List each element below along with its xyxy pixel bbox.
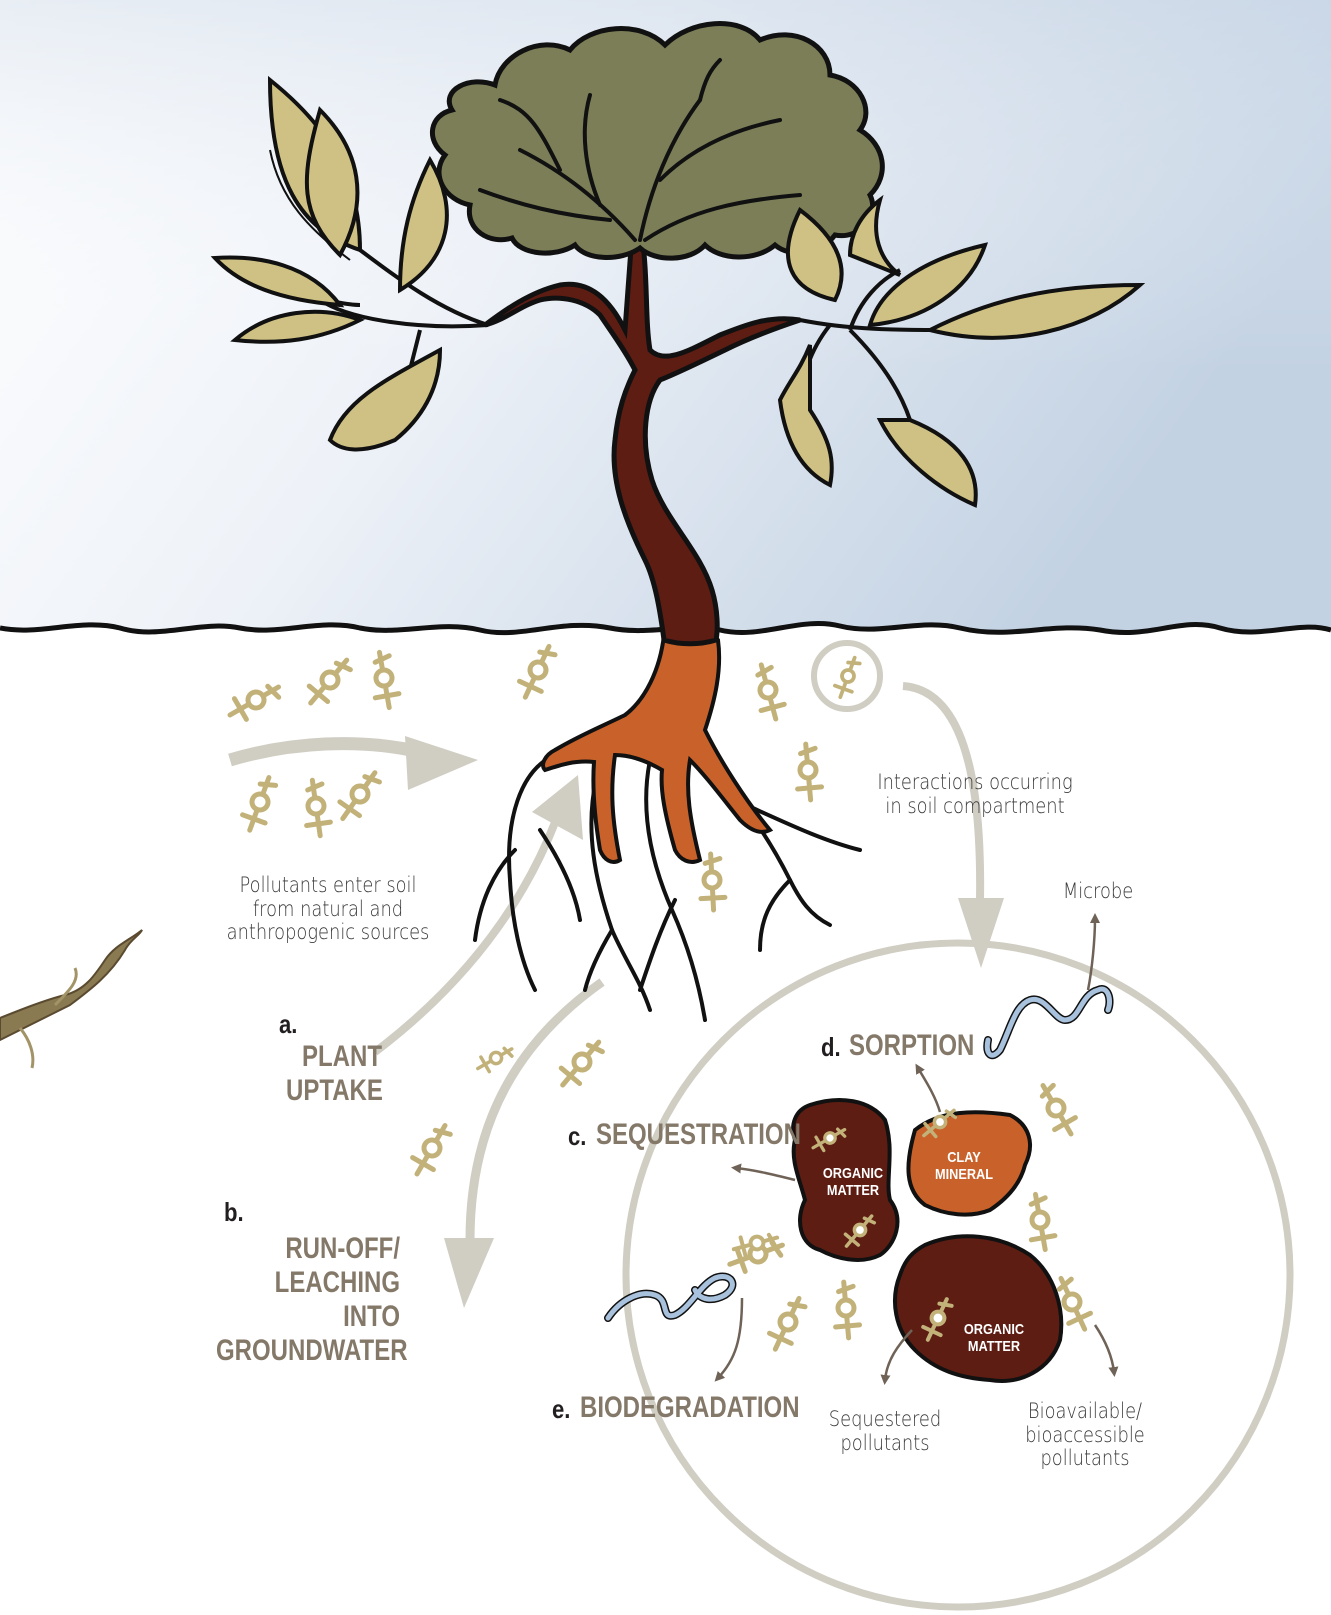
clay-mineral-label: CLAY MINERAL	[926, 1150, 1003, 1183]
biodegradation-letter: e.	[552, 1395, 570, 1424]
organic-matter-blob-2	[895, 1236, 1061, 1381]
sequestration-letter: c.	[568, 1122, 586, 1151]
plant-uptake-letter: a.	[279, 1010, 297, 1039]
runoff-title: RUN-OFF/ LEACHING INTO GROUNDWATER	[216, 1232, 400, 1368]
bioavailable-label: Bioavailable/ bioaccessible pollutants	[1021, 1400, 1149, 1471]
microbe-top	[987, 989, 1109, 1055]
runoff-letter: b.	[224, 1198, 244, 1227]
plant-uptake-title: PLANT UPTAKE	[286, 1040, 382, 1108]
sequestered-label: Sequestered pollutants	[813, 1408, 958, 1455]
sources-label: Pollutants enter soil from natural and a…	[226, 874, 430, 945]
organic-matter-label-1: ORGANIC MATTER	[815, 1166, 892, 1199]
microbe-label: Microbe	[1056, 880, 1141, 904]
organic-matter-label-2: ORGANIC MATTER	[953, 1322, 1035, 1355]
sorption-letter: d.	[821, 1033, 841, 1062]
sequestration-title: SEQUESTRATION	[596, 1118, 801, 1152]
biodegradation-title: BIODEGRADATION	[580, 1391, 800, 1425]
sorption-title: SORPTION	[849, 1029, 974, 1063]
source-arrow	[230, 744, 420, 760]
interactions-label: Interactions occurring in soil compartme…	[873, 771, 1077, 818]
runoff-arrow	[470, 982, 602, 1240]
